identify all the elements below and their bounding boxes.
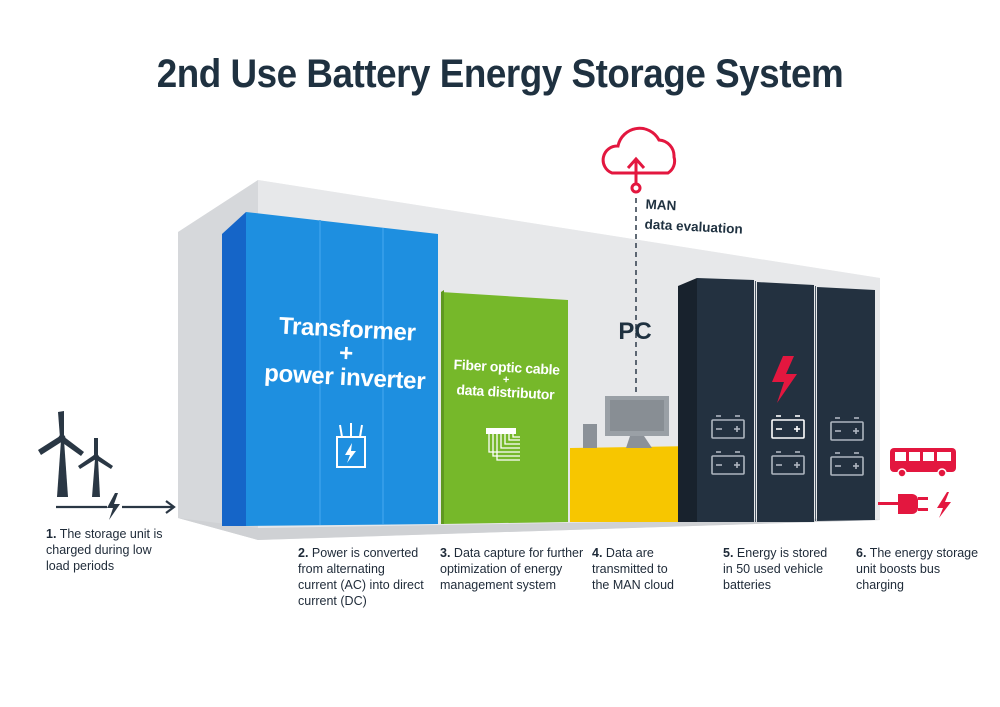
step-text-line: optimization of energy <box>440 562 563 576</box>
step-text-line: unit boosts bus <box>856 562 941 576</box>
step-text-line: Data capture for further <box>453 546 584 560</box>
step-text-line: from alternating <box>298 562 385 576</box>
step-text-line: Power is converted <box>311 546 419 560</box>
computer-monitor-icon <box>583 396 669 448</box>
step-text-line: in 50 used vehicle <box>723 562 824 576</box>
bus-icon <box>890 448 956 478</box>
cloud-upload-icon <box>601 126 677 194</box>
transformer-block <box>222 212 438 526</box>
step-number: 5. <box>723 546 734 560</box>
step-text-line: charging <box>856 578 904 592</box>
battery-icon <box>830 417 864 441</box>
battery-icon <box>711 451 745 475</box>
step-1-caption: 1. The storage unit is charged during lo… <box>46 526 176 574</box>
step-number: 3. <box>440 546 451 560</box>
step-4-caption: 4. Data are transmitted to the MAN cloud <box>592 545 702 593</box>
step-text-line: load periods <box>46 559 115 573</box>
battery-icon <box>771 451 805 475</box>
step-2-caption: 2. Power is converted from alternating c… <box>298 545 438 609</box>
step-text-line: Data are <box>605 546 654 560</box>
step-6-caption: 6. The energy storage unit boosts bus ch… <box>856 545 986 593</box>
step-text-line: current (DC) <box>298 594 367 608</box>
step-3-caption: 3. Data capture for further optimization… <box>440 545 590 593</box>
step-number: 4. <box>592 546 603 560</box>
step-text-line: Energy is stored <box>736 546 828 560</box>
page-title: 2nd Use Battery Energy Storage System <box>156 52 844 96</box>
fiber-cable-icon <box>486 428 520 461</box>
plug-icon <box>878 492 951 518</box>
battery-icon <box>830 452 864 476</box>
step-text-line: charged during low <box>46 543 152 557</box>
fiber-label: Fiber optic cable + data distributor <box>443 356 569 403</box>
step-text-line: current (AC) into direct <box>298 578 424 592</box>
step-text-line: The energy storage <box>869 546 979 560</box>
pc-label: PC <box>618 318 652 345</box>
fiber-block <box>441 290 568 524</box>
step-text-line: batteries <box>723 578 771 592</box>
step-text-line: management system <box>440 578 557 592</box>
wind-turbine-icon <box>38 411 113 497</box>
pc-desk <box>570 446 696 522</box>
arrow-right-icon <box>56 500 176 514</box>
step-text-line: the MAN cloud <box>592 578 674 592</box>
step-5-caption: 5. Energy is stored in 50 used vehicle b… <box>723 545 848 593</box>
cloud-label: MAN data evaluation <box>644 195 776 242</box>
battery-icon <box>711 415 745 439</box>
lightning-icon <box>772 356 797 403</box>
step-number: 2. <box>298 546 309 560</box>
lightning-small-icon <box>107 493 120 520</box>
battery-icon <box>771 415 805 439</box>
transformer-label: Transformer + power inverter <box>244 312 447 395</box>
step-number: 1. <box>46 527 57 541</box>
step-text-line: transmitted to <box>592 562 668 576</box>
transformer-icon <box>336 423 366 468</box>
step-number: 6. <box>856 546 867 560</box>
step-text-line: The storage unit is <box>59 527 163 541</box>
